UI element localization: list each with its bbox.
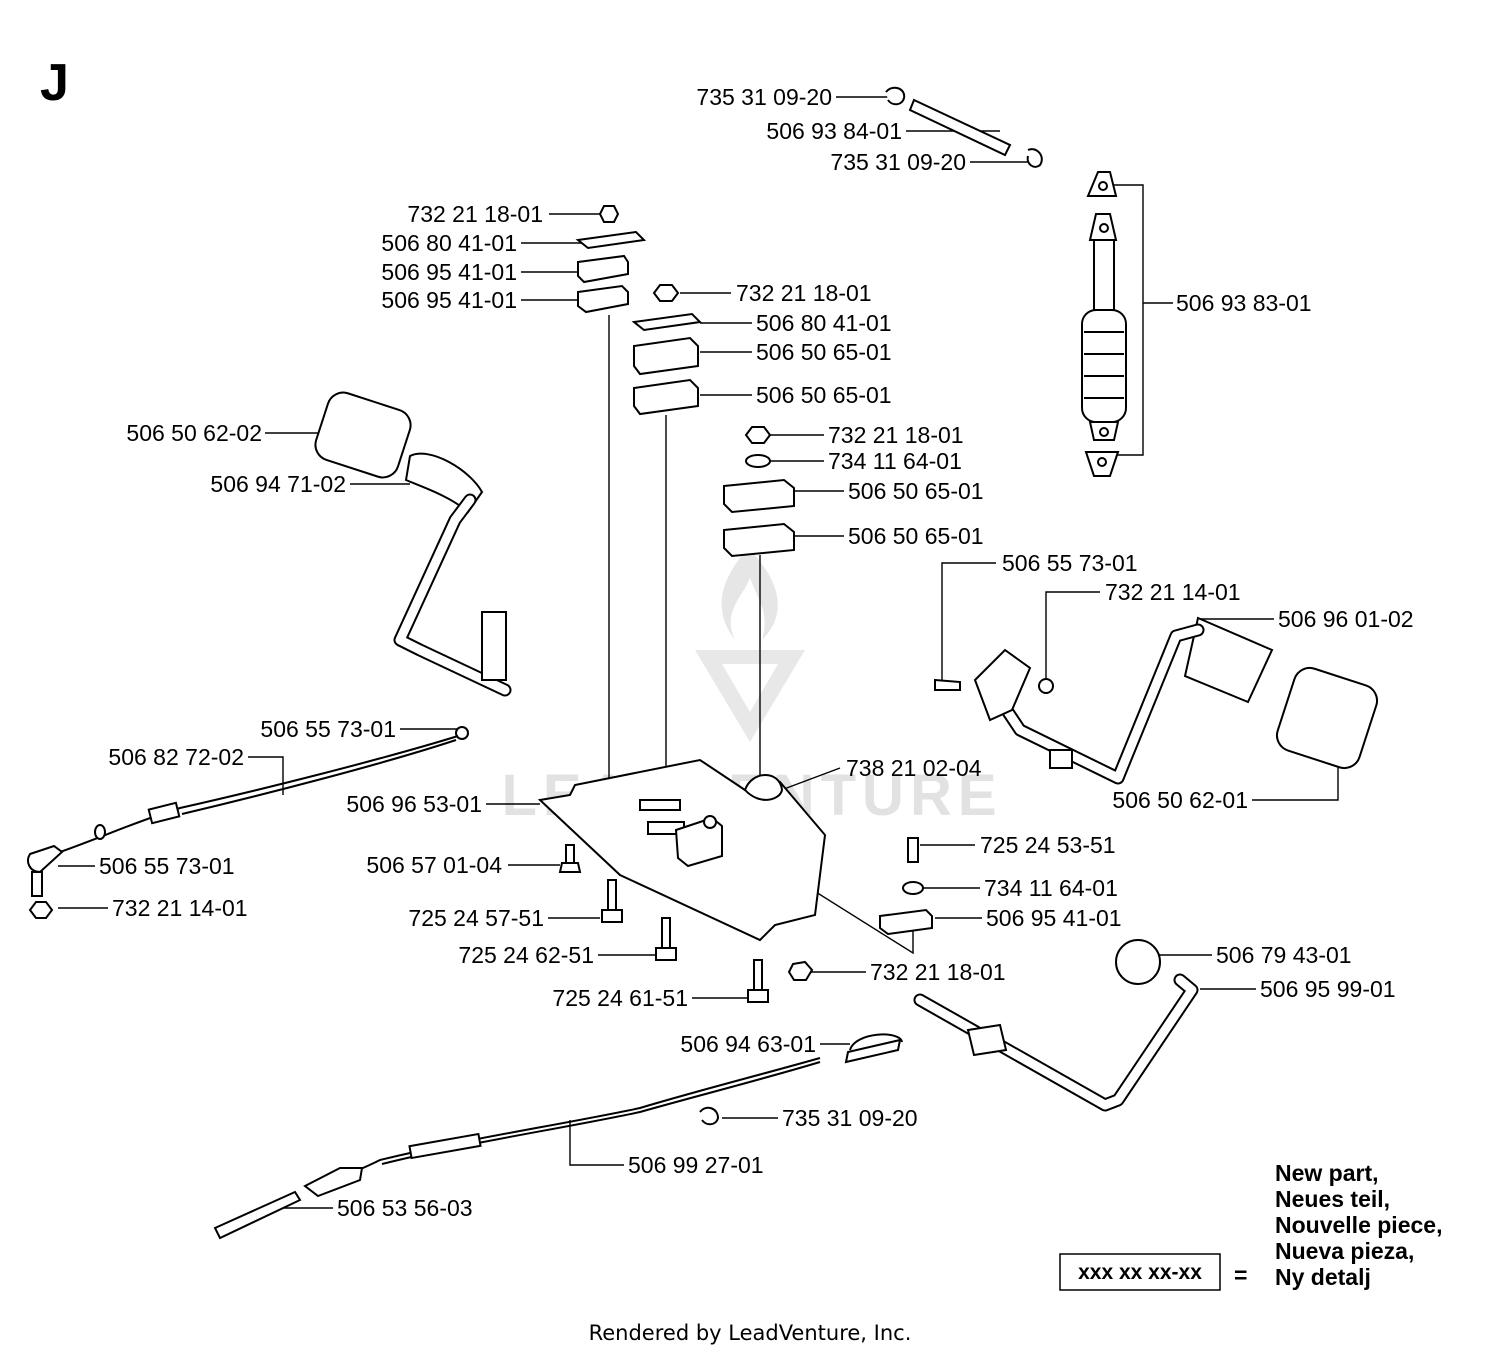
callout-label: 506 95 41-01 xyxy=(381,259,517,285)
bottom-cable xyxy=(213,1033,903,1240)
callout-label: 725 24 53-51 xyxy=(980,832,1116,858)
gas-spring xyxy=(1081,171,1127,477)
callout-label: 506 80 41-01 xyxy=(756,310,892,336)
callout-label: 506 50 62-02 xyxy=(126,420,262,446)
callout-label: 732 21 14-01 xyxy=(112,895,248,921)
callout-label: 506 93 83-01 xyxy=(1176,290,1312,316)
callout-label: 506 95 41-01 xyxy=(381,287,517,313)
callout-label: 506 95 41-01 xyxy=(986,905,1122,931)
watermark-flame-icon xyxy=(721,548,778,640)
legend-equals: = xyxy=(1234,1262,1247,1288)
legend-line: Nouvelle piece, xyxy=(1275,1212,1442,1238)
callout-label: 506 94 63-01 xyxy=(680,1031,816,1057)
clamp-stack-right xyxy=(723,426,795,558)
callout-label: 734 11 64-01 xyxy=(828,448,962,474)
footer-credit: Rendered by LeadVenture, Inc. xyxy=(589,1321,912,1345)
left-cable xyxy=(27,726,469,919)
callout-label: 506 96 01-02 xyxy=(1278,606,1414,632)
right-pedal xyxy=(934,616,1379,785)
callout-label: 738 21 02-04 xyxy=(846,755,982,781)
callout-label: 506 57 01-04 xyxy=(366,852,502,878)
legend-line: Ny detalj xyxy=(1275,1264,1371,1290)
callout-label: 506 50 65-01 xyxy=(848,478,984,504)
callout-label: 735 31 09-20 xyxy=(782,1105,918,1131)
callout-label: 732 21 18-01 xyxy=(407,201,543,227)
base-plate xyxy=(537,758,827,942)
legend-box xyxy=(1059,1253,1221,1291)
legend-box-text: xxx xx xx-xx xyxy=(1078,1261,1202,1284)
legend-line: Nueva pieza, xyxy=(1275,1238,1414,1264)
section-letter: J xyxy=(40,54,69,112)
callout-label: 506 53 56-03 xyxy=(337,1195,473,1221)
legend: xxx xx xx-xx = New part, Neues teil, Nou… xyxy=(1059,1160,1442,1291)
callout-label: 732 21 14-01 xyxy=(1105,579,1241,605)
callout-label: 735 31 09-20 xyxy=(830,149,966,175)
callout-label: 734 11 64-01 xyxy=(984,875,1118,901)
leader-lines xyxy=(58,96,1339,1209)
plate-fasteners xyxy=(558,837,933,1003)
callout-label: 725 24 57-51 xyxy=(408,905,544,931)
callout-label: 732 21 18-01 xyxy=(828,422,964,448)
parts-artwork xyxy=(27,86,1379,1240)
callout-label: 506 94 71-02 xyxy=(210,471,346,497)
pivot-pin xyxy=(885,86,1043,168)
callout-label: 506 55 73-01 xyxy=(1002,550,1138,576)
callout-label: 735 31 09-20 xyxy=(696,84,832,110)
left-pedal xyxy=(314,391,512,697)
callout-label: 506 93 84-01 xyxy=(766,118,902,144)
callout-label: 506 80 41-01 xyxy=(381,230,517,256)
callout-label: 506 50 65-01 xyxy=(848,523,984,549)
callout-label: 506 55 73-01 xyxy=(260,716,396,742)
callouts: 735 31 09-20 506 93 84-01 735 31 09-20 5… xyxy=(99,84,1414,1221)
callout-label: 725 24 61-51 xyxy=(552,985,688,1011)
callout-label: 506 50 62-01 xyxy=(1112,787,1248,813)
hand-lever xyxy=(913,939,1199,1112)
callout-label: 506 50 65-01 xyxy=(756,382,892,408)
callout-label: 732 21 18-01 xyxy=(736,280,872,306)
callout-label: 725 24 62-51 xyxy=(458,942,594,968)
legend-line: New part, xyxy=(1275,1160,1379,1186)
callout-label: 732 21 18-01 xyxy=(870,959,1006,985)
clamp-stack-left xyxy=(575,205,647,314)
callout-label: 506 55 73-01 xyxy=(99,853,235,879)
legend-line: Neues teil, xyxy=(1275,1186,1390,1212)
callout-label: 506 99 27-01 xyxy=(628,1152,764,1178)
callout-label: 506 95 99-01 xyxy=(1260,976,1396,1002)
callout-label: 506 96 53-01 xyxy=(346,791,482,817)
watermark-v-icon xyxy=(695,650,805,742)
clamp-stack-middle xyxy=(631,284,703,416)
callout-label: 506 79 43-01 xyxy=(1216,942,1352,968)
callout-label: 506 82 72-02 xyxy=(108,744,244,770)
callout-label: 506 50 65-01 xyxy=(756,339,892,365)
